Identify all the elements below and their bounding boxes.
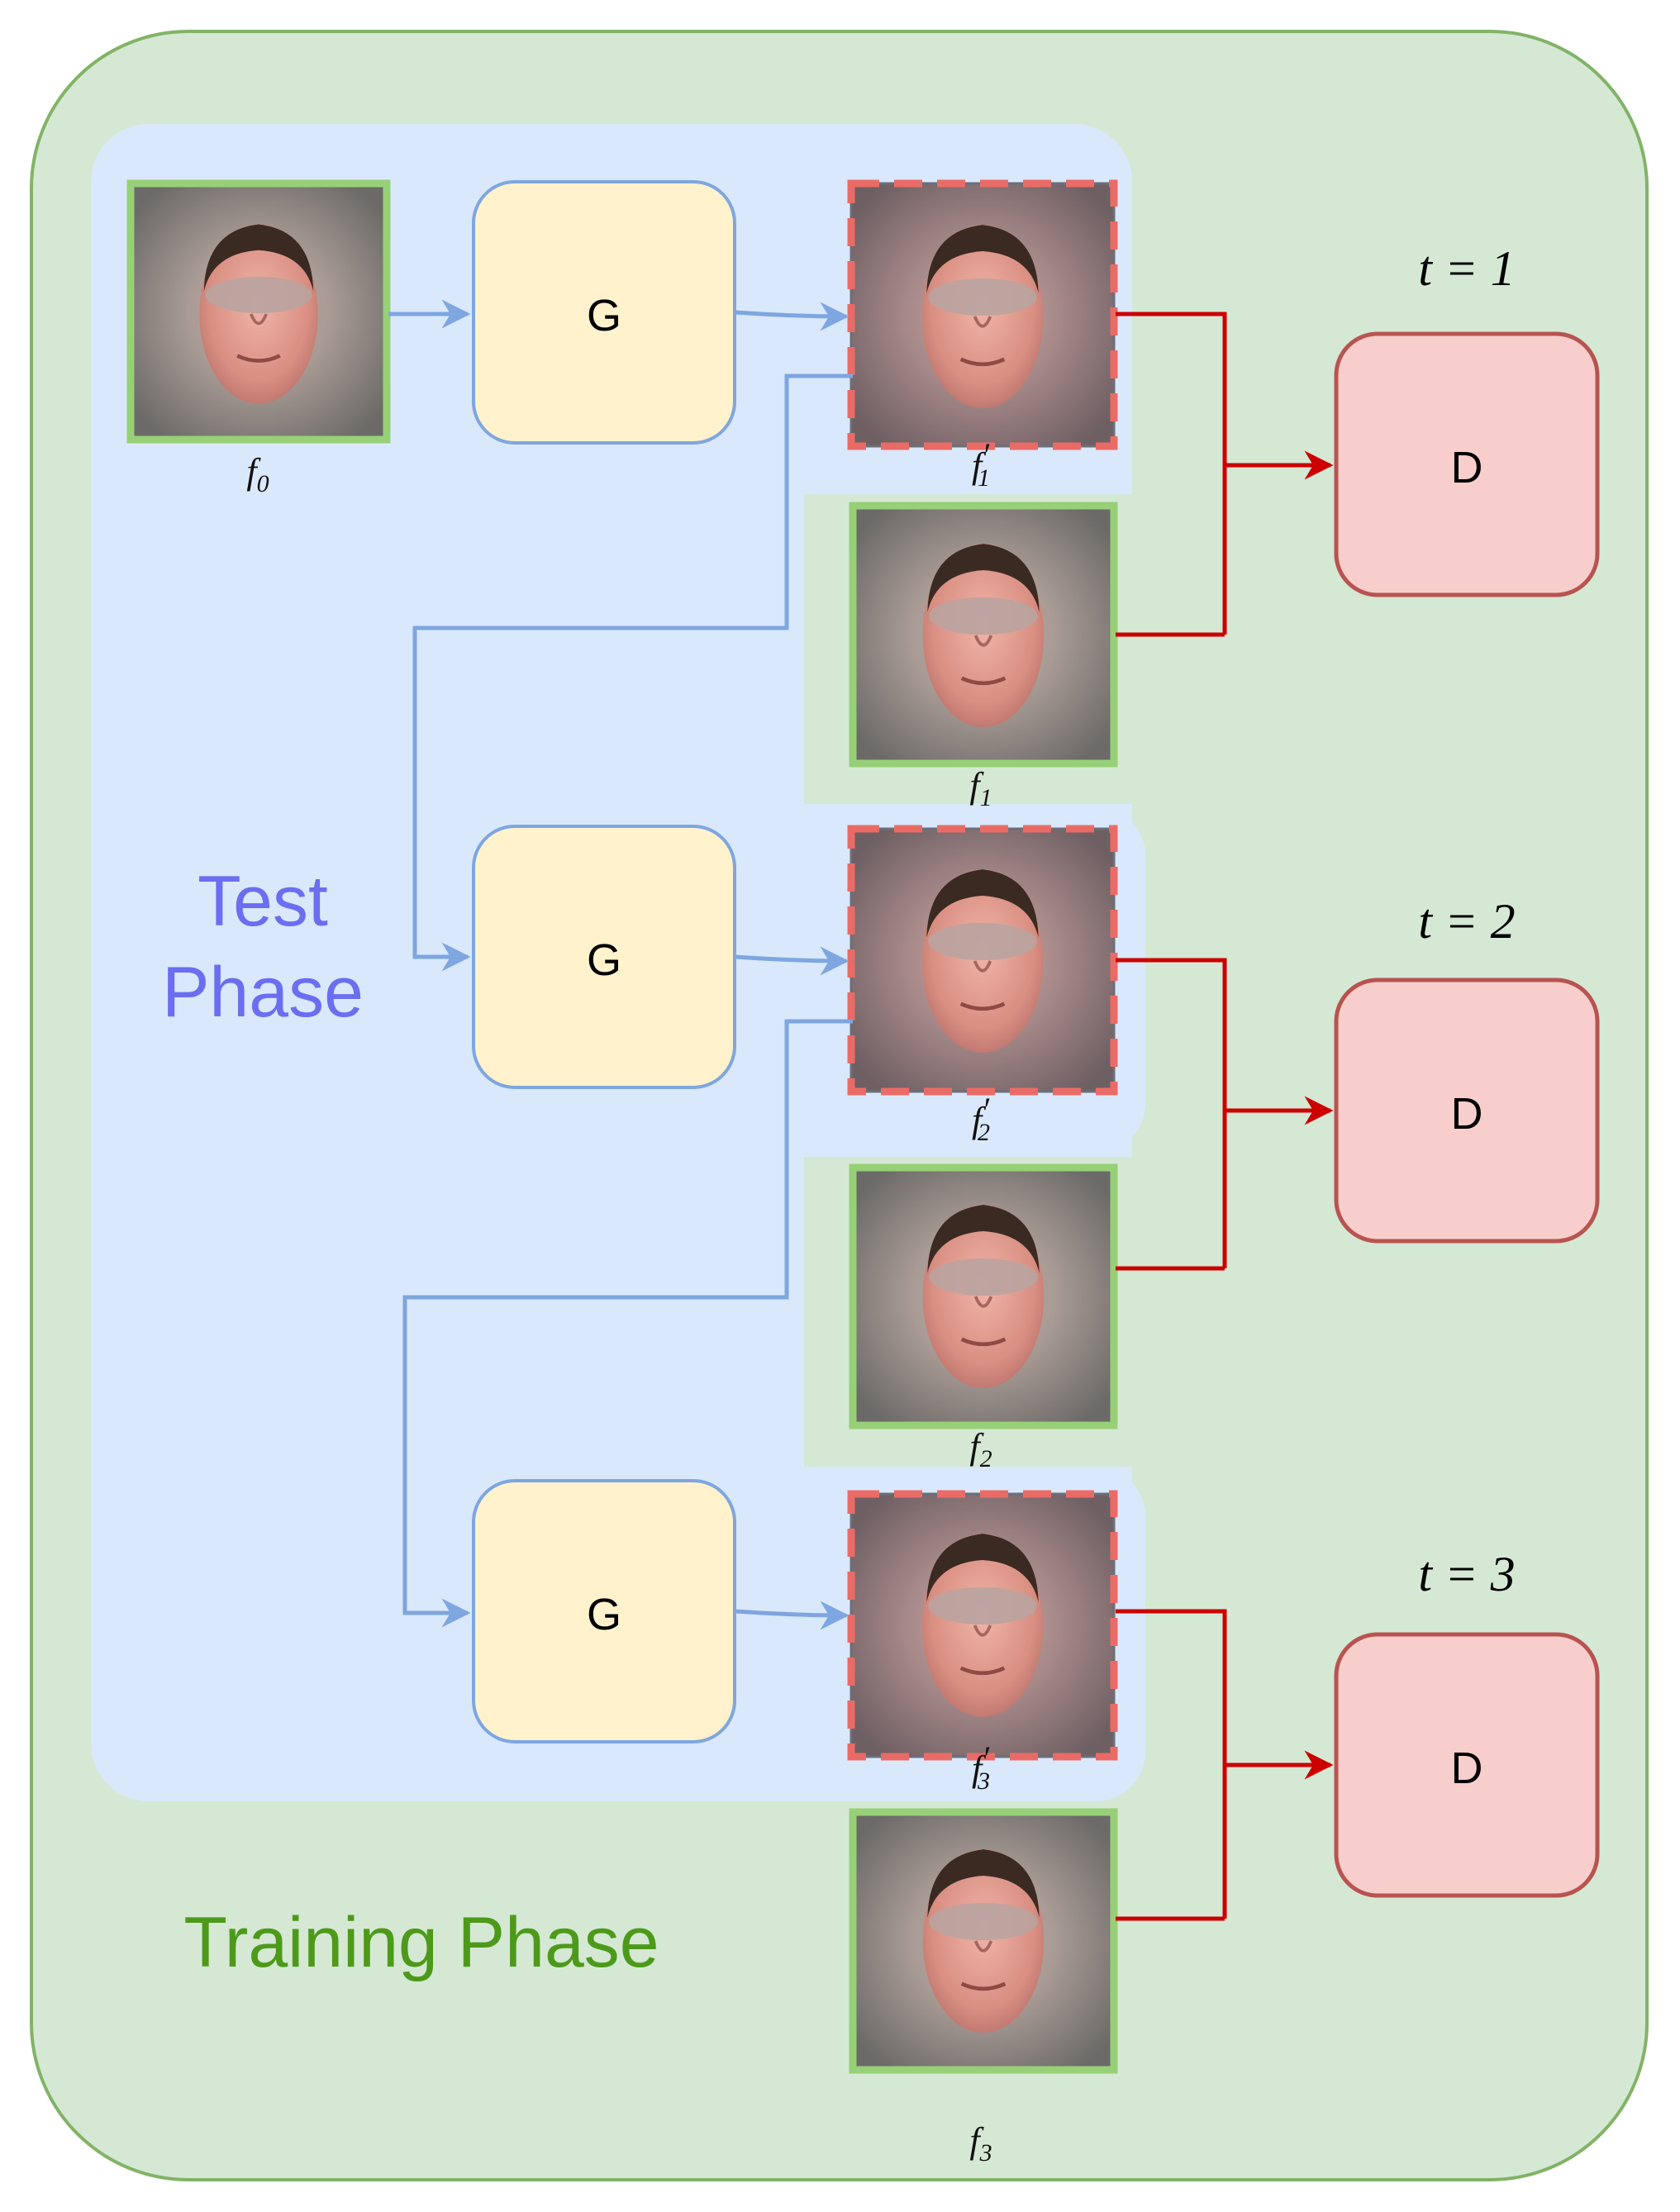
time-label-1: t = 1: [1418, 241, 1515, 296]
svg-text:G: G: [587, 291, 621, 340]
frame-label-f2-prime: f′2: [972, 1091, 990, 1146]
svg-text:G: G: [587, 1590, 621, 1639]
arrow-g3-to-f3prime: [735, 1601, 850, 1630]
arrow-g1-to-f1prime: [735, 302, 850, 331]
arrow-f1prime-to-g2: [412, 373, 853, 972]
discriminator-arrows: [1116, 312, 1334, 1921]
generator-block-3: G: [472, 1479, 736, 1743]
discriminator-block-3: D: [1334, 1632, 1600, 1898]
time-label-2: t = 2: [1418, 894, 1515, 949]
svg-text:D: D: [1451, 443, 1483, 492]
svg-text:D: D: [1451, 1089, 1483, 1139]
test-phase-label-line1: Test: [198, 862, 328, 941]
arrow-f3prime-to-d3: [1116, 1609, 1227, 1919]
training-phase-label: Training Phase: [183, 1903, 659, 1982]
generated-frame-f3: [847, 1490, 1118, 1761]
test-phase-label-line2: Phase: [162, 953, 364, 1032]
arrow-f2prime-to-d2: [1116, 958, 1227, 1268]
arrow-f2prime-to-g3: [402, 1019, 853, 1628]
discriminator-block-2: D: [1334, 978, 1600, 1244]
time-label-3: t = 3: [1418, 1547, 1515, 1601]
frame-label-f3-prime: f′3: [972, 1739, 990, 1795]
arrow-g2-to-f2prime: [735, 946, 850, 976]
generated-frame-f2: [847, 825, 1118, 1096]
face-image-icon: [199, 224, 318, 403]
generator-block-1: G: [472, 180, 736, 445]
svg-text:G: G: [587, 935, 621, 985]
generated-frame-f1: [847, 179, 1118, 450]
real-frame-f1: [849, 502, 1118, 768]
arrow-f1prime-to-d1: [1116, 312, 1227, 635]
generator-block-2: G: [472, 825, 736, 1089]
real-frame-f3: [849, 1808, 1118, 2074]
real-frame-f2: [849, 1163, 1118, 1429]
svg-text:D: D: [1451, 1743, 1483, 1793]
frame-label-f1-prime: f′1: [972, 436, 990, 492]
input-frame-f0: [126, 179, 391, 444]
discriminator-block-1: D: [1334, 331, 1600, 597]
generator-arrows: [388, 299, 853, 1630]
